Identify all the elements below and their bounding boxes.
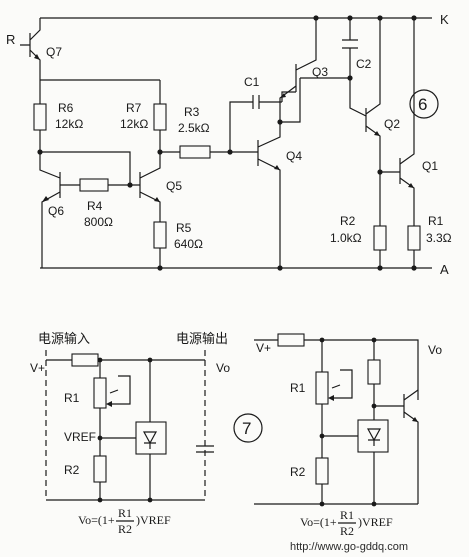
q2-transistor [349,18,381,172]
fig7-r2-label: R2 [64,463,80,477]
r6-value: 12kΩ [55,117,83,131]
fig7-vref-label: VREF [64,430,96,444]
fig8-vo-label: Vo [428,343,442,357]
q5-label: Q5 [166,179,182,193]
fig7-formula: Vo=(1+ R1 R2 )VREF [78,506,171,536]
svg-text:R1: R1 [118,506,132,520]
r7-label: R7 [126,101,142,115]
svg-text:Vo=(1+: Vo=(1+ [78,513,115,527]
q4-transistor [257,122,281,268]
fig7-output-capacitor [196,445,214,453]
fig8-regulator [357,419,389,453]
svg-text:R1: R1 [340,508,354,522]
r4-label: R4 [87,199,103,213]
fig8-pass-transistor [374,389,419,504]
fig7-r1-label: R1 [64,391,80,405]
r1-resistor [407,225,421,251]
fig7-vo-label: Vo [216,361,230,375]
terminal-k-label: K [440,12,449,27]
fig7-r1-resistor [93,377,107,409]
fig7-regulator [135,421,167,455]
r1-value: 3.3Ω [426,231,452,245]
r4-value: 800Ω [84,215,113,229]
r2-value: 1.0kΩ [330,231,362,245]
r3-label: R3 [184,105,200,119]
r7-resistor [153,103,167,131]
q3-label: Q3 [312,65,328,79]
q6-label: Q6 [48,204,64,218]
r5-value: 640Ω [174,237,203,251]
fig8-series-resistor [277,333,305,347]
c1-capacitor [252,95,260,109]
fig8-r1-label: R1 [290,381,306,395]
power-output-label: 电源输出 [176,331,228,347]
q7-transistor [20,18,41,98]
r5-label: R5 [176,221,192,235]
svg-text:R2: R2 [118,522,132,536]
figure-7-badge [233,413,263,443]
fig8-r2-resistor [315,457,329,485]
r1-label: R1 [428,214,444,228]
r3-value: 2.5kΩ [178,121,210,135]
terminal-a-label: A [440,262,449,277]
fig7-series-resistor [71,353,99,367]
q1-label: Q1 [422,159,438,173]
q3-transistor [279,18,317,123]
fig8-formula: Vo=(1+ R1 R2 )VREF [300,508,393,538]
terminal-r-label: R [6,32,15,47]
r2-label: R2 [340,214,356,228]
figure-6-badge [409,89,439,119]
q5-transistor [139,152,161,222]
svg-text:R2: R2 [340,524,354,538]
power-input-label: 电源输入 [38,331,90,347]
r3-resistor [179,145,211,159]
c1-label: C1 [244,75,260,89]
figure-6-number: 6 [418,95,427,114]
r6-resistor [33,103,47,131]
q7-label: Q7 [46,45,62,59]
q4-label: Q4 [286,149,302,163]
figure-8-circuit: V+ Vo R1 R2 Vo=(1+ [254,333,442,538]
r2-resistor [373,225,387,251]
r6-label: R6 [58,101,74,115]
q2-label: Q2 [384,117,400,131]
r4-resistor [79,178,109,192]
fig7-vplus-label: V+ [30,361,45,375]
c2-label: C2 [356,57,372,71]
svg-text:)VREF: )VREF [136,513,171,527]
c2-capacitor [342,39,358,49]
r5-resistor [153,221,167,249]
svg-text:)VREF: )VREF [358,515,393,529]
figure-7-circuit: 电源输入 电源输出 V+ Vo R1 VREF R2 7 [30,331,263,536]
q6-transistor [39,152,80,268]
fig8-r1-resistor [315,371,329,405]
fig8-bias-resistor [367,359,381,385]
fig8-vplus-label: V+ [256,341,271,355]
watermark-url: http://www.go-gddq.com [290,541,408,553]
q1-transistor [380,18,415,226]
fig7-r2-resistor [93,455,107,483]
fig8-r2-label: R2 [290,465,306,479]
svg-text:Vo=(1+: Vo=(1+ [300,515,337,529]
figure-6-circuit: R Q7 R6 12kΩ R7 12kΩ Q6 R4 800Ω [6,12,452,277]
r7-value: 12kΩ [120,117,148,131]
figure-7-number: 7 [242,419,251,438]
